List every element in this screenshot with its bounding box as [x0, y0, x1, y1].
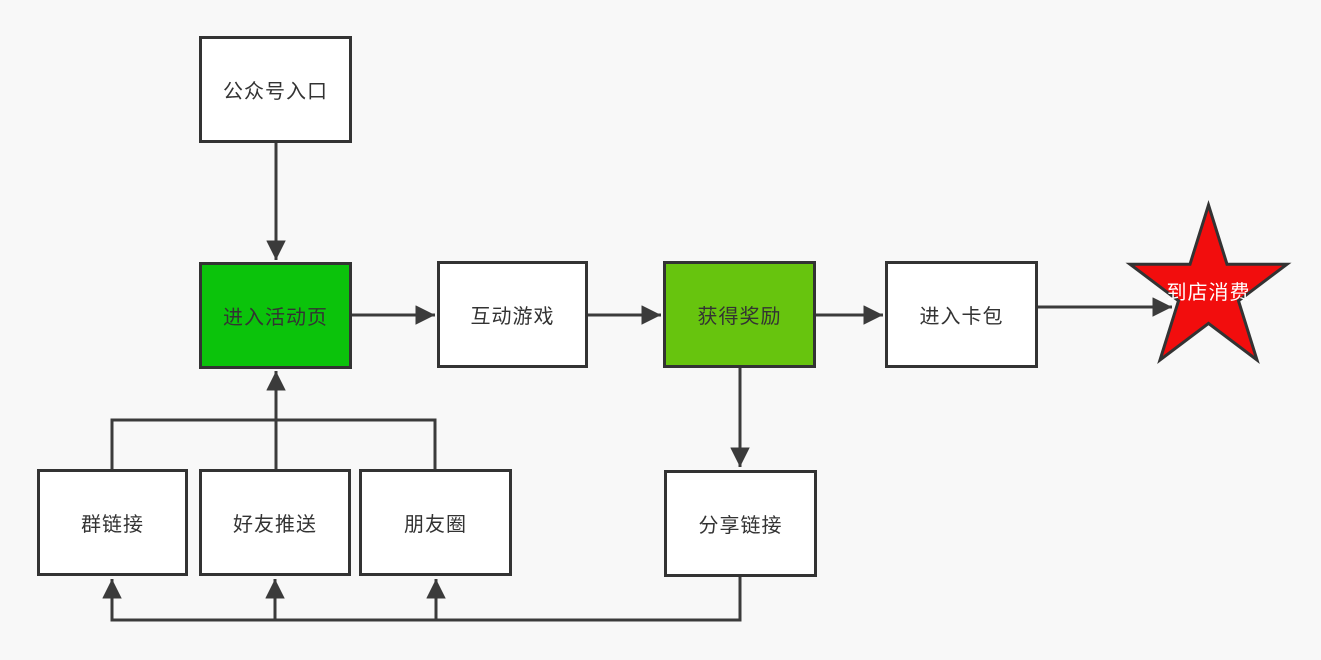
connector-sources-branch	[110, 418, 437, 471]
node-label: 进入活动页	[223, 307, 328, 329]
node-label: 朋友圈	[404, 514, 467, 536]
node-group-link: 群链接	[37, 469, 188, 576]
node-label: 公众号入口	[223, 81, 328, 103]
node-label: 互动游戏	[470, 306, 555, 328]
node-label: 分享链接	[698, 515, 783, 537]
node-friend-push: 好友推送	[199, 469, 351, 576]
node-enter-card-pack: 进入卡包	[885, 261, 1038, 368]
node-enter-activity-page: 进入活动页	[199, 262, 352, 369]
node-label: 获得奖励	[697, 306, 782, 328]
node-interactive-game: 互动游戏	[437, 261, 588, 368]
node-get-reward: 获得奖励	[663, 261, 816, 368]
node-store-consumption-label: 到店消费	[1166, 282, 1251, 304]
connector-sharelink-to-grouplink	[102, 574, 742, 622]
node-label: 群链接	[81, 514, 144, 536]
node-share-link: 分享链接	[664, 470, 817, 577]
node-label: 好友推送	[233, 514, 317, 536]
node-moments: 朋友圈	[359, 469, 512, 576]
node-label: 进入卡包	[919, 306, 1004, 328]
node-official-account-entry: 公众号入口	[199, 36, 352, 143]
